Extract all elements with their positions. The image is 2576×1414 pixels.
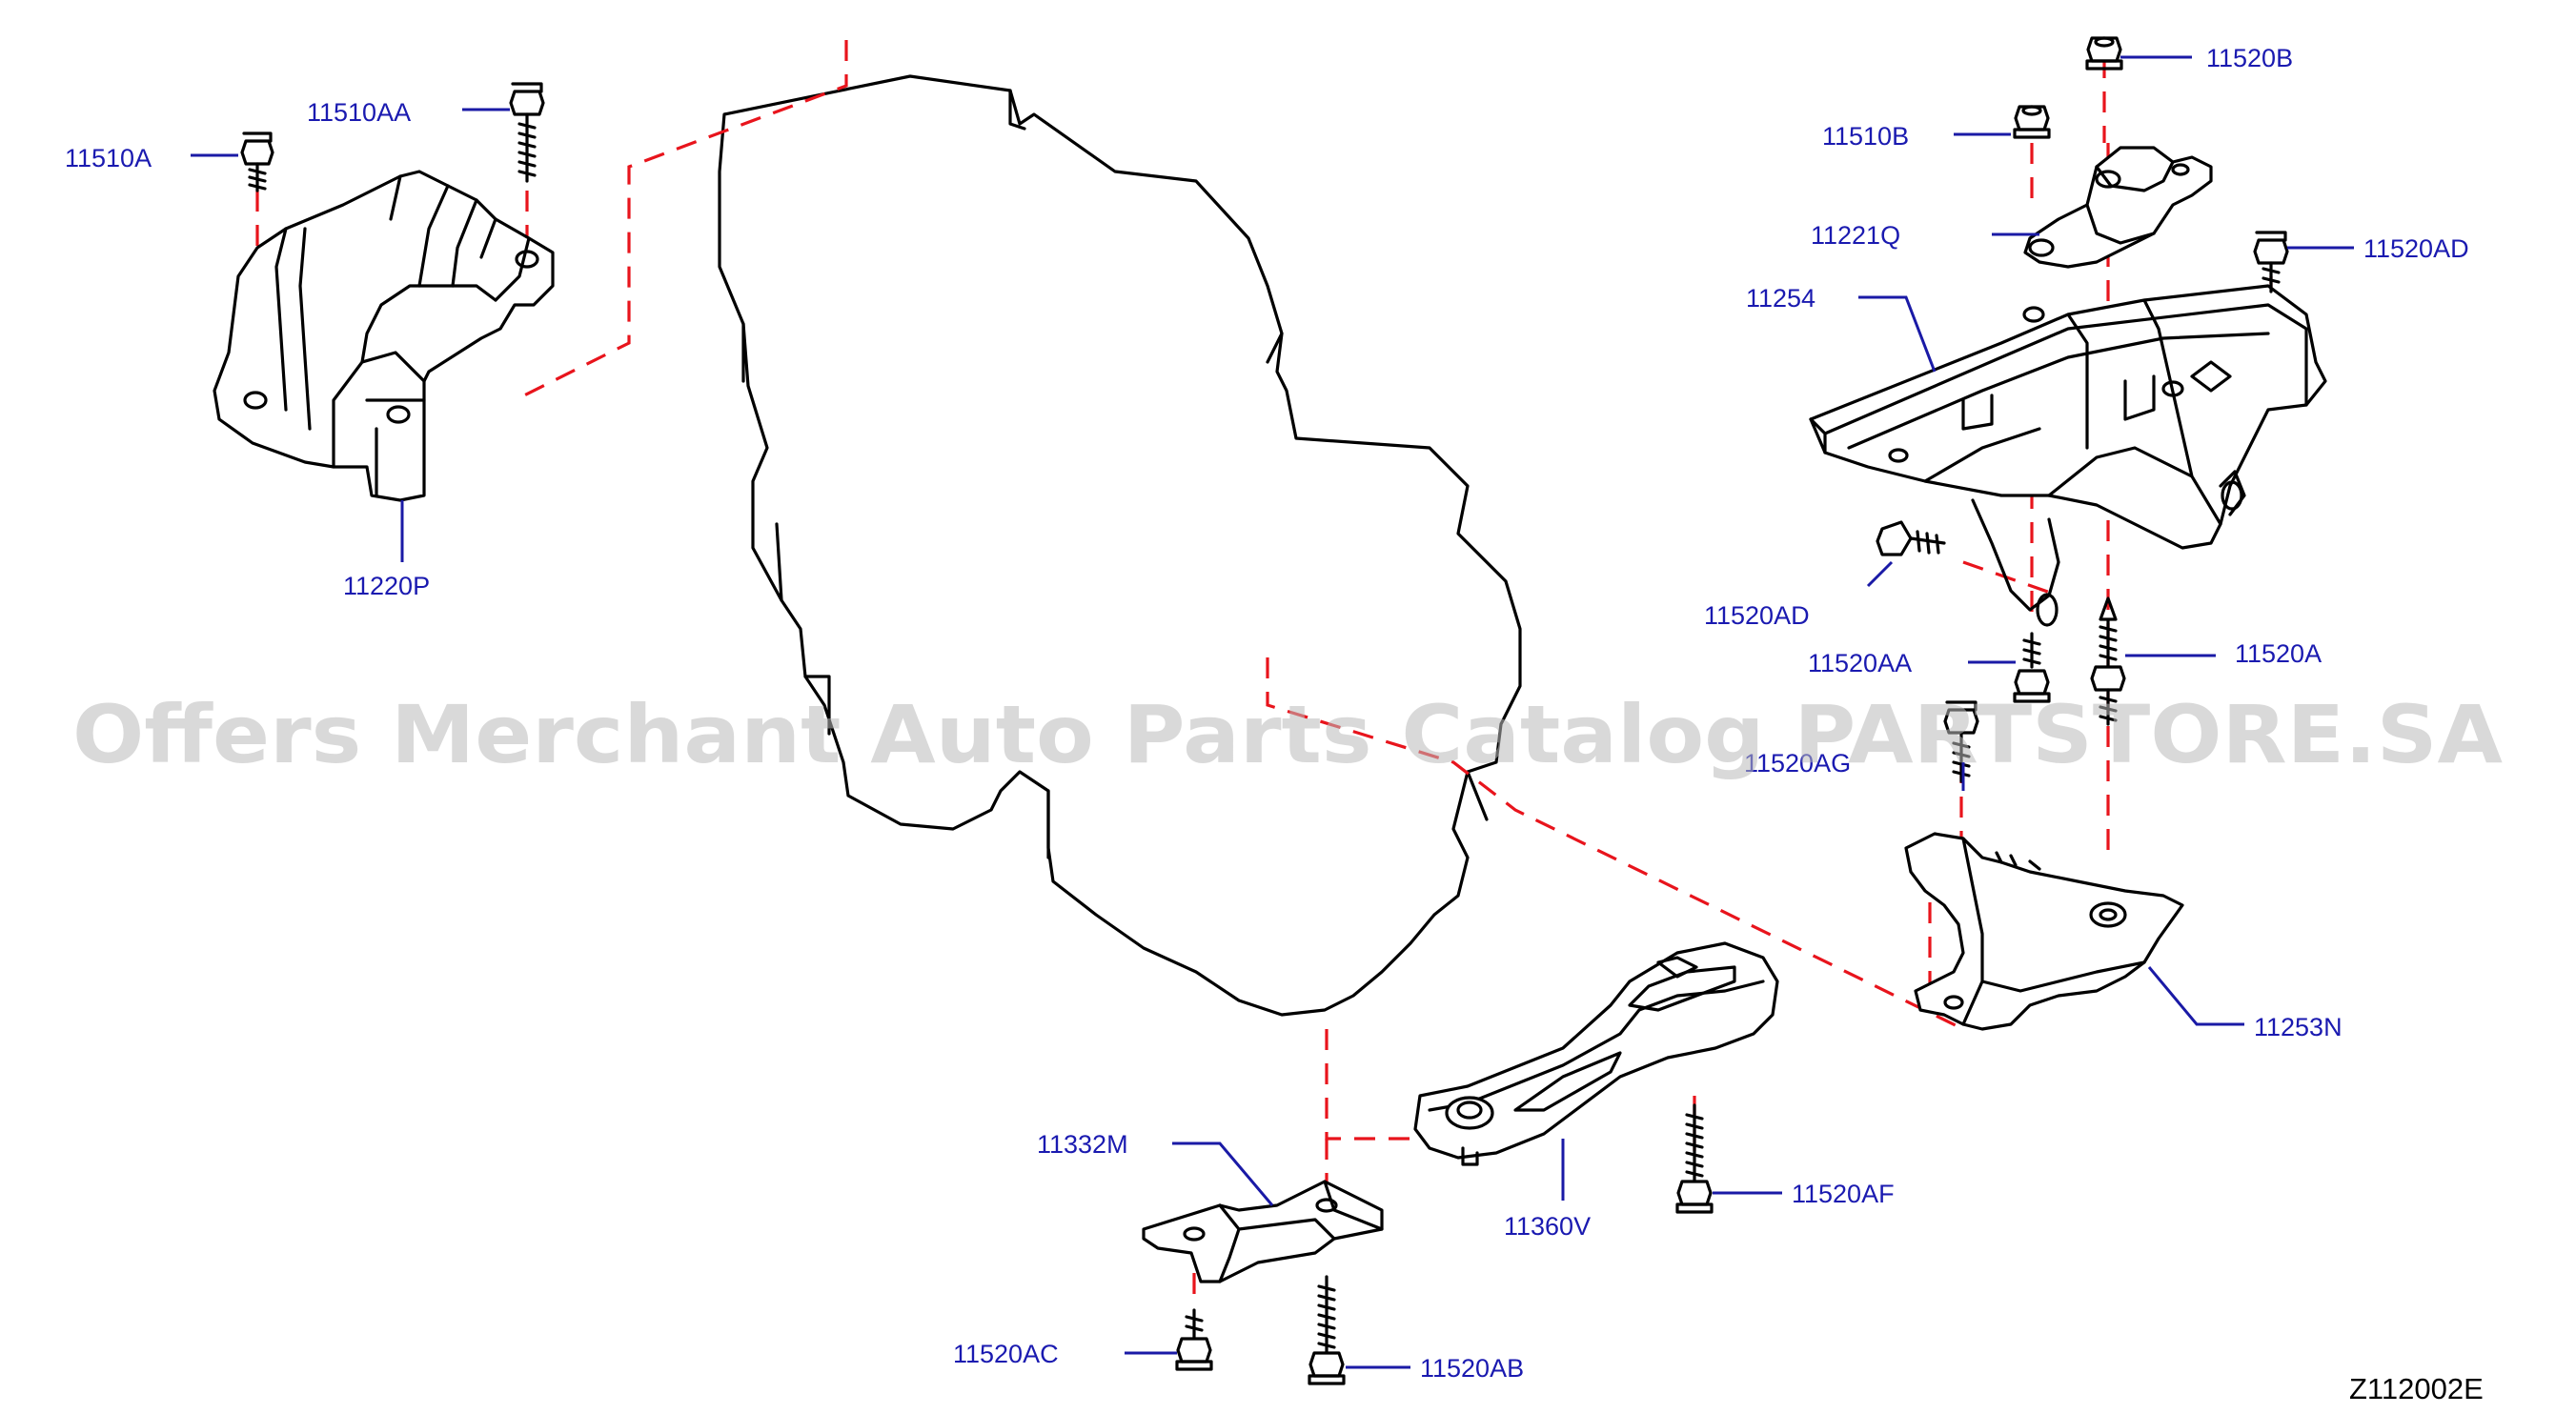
label-11520AB[interactable]: 11520AB bbox=[1420, 1354, 1524, 1383]
label-11510A[interactable]: 11510A bbox=[65, 144, 152, 172]
engine-outline bbox=[718, 74, 1522, 1017]
watermark: Offers Merchant Auto Parts Catalog PARTS… bbox=[72, 688, 2503, 781]
label-11220P[interactable]: 11220P bbox=[343, 572, 430, 600]
diagram-code: Z112002E bbox=[2349, 1372, 2484, 1405]
bracket-11332M[interactable] bbox=[1142, 1180, 1384, 1283]
label-11520A[interactable]: 11520A bbox=[2235, 639, 2322, 668]
label-11510AA[interactable]: 11510AA bbox=[307, 98, 411, 127]
bolt-11510A[interactable] bbox=[240, 131, 274, 192]
label-11520AF[interactable]: 11520AF bbox=[1792, 1180, 1895, 1208]
bolt-11510AA[interactable] bbox=[509, 82, 545, 183]
label-11360V[interactable]: 11360V bbox=[1504, 1212, 1591, 1241]
label-11520AD-top[interactable]: 11520AD bbox=[2363, 234, 2469, 263]
label-11253N[interactable]: 11253N bbox=[2254, 1013, 2343, 1041]
part-labels: 11510A 11510AA 11220P 11520B 11510B 1122… bbox=[65, 44, 2469, 1383]
leader-lines bbox=[191, 55, 2354, 1369]
assembly-lines bbox=[255, 40, 2273, 1305]
bolt-11520AD-mid[interactable] bbox=[1876, 520, 1946, 556]
bolt-11520AA[interactable] bbox=[2013, 632, 2051, 703]
nut-11520B[interactable] bbox=[2085, 36, 2123, 71]
engine-mount-11220P[interactable] bbox=[213, 170, 555, 502]
bolt-11520AD-top[interactable] bbox=[2253, 231, 2289, 293]
label-11520AG[interactable]: 11520AG bbox=[1744, 749, 1851, 778]
label-11254[interactable]: 11254 bbox=[1746, 284, 1815, 313]
bolt-11520AB[interactable] bbox=[1308, 1275, 1346, 1385]
label-11510B[interactable]: 11510B bbox=[1822, 122, 1909, 151]
label-11520AA[interactable]: 11520AA bbox=[1808, 649, 1912, 677]
stud-11520A[interactable] bbox=[2090, 596, 2126, 726]
bolt-11520AC[interactable] bbox=[1175, 1308, 1213, 1371]
bolt-11520AF[interactable] bbox=[1675, 1103, 1714, 1214]
insulator-11221Q[interactable] bbox=[2023, 146, 2213, 269]
torque-rod-11360V[interactable] bbox=[1413, 941, 1779, 1166]
label-11332M[interactable]: 11332M bbox=[1037, 1130, 1128, 1159]
label-11221Q[interactable]: 11221Q bbox=[1811, 221, 1900, 250]
bracket-11253N[interactable] bbox=[1904, 832, 2184, 1031]
nut-11510B[interactable] bbox=[2013, 105, 2051, 139]
bracket-11254[interactable] bbox=[1809, 284, 2327, 627]
bolt-11520AG[interactable] bbox=[1943, 700, 1979, 783]
label-11520AD-mid[interactable]: 11520AD bbox=[1704, 601, 1810, 630]
label-11520B[interactable]: 11520B bbox=[2206, 44, 2293, 72]
label-11520AC[interactable]: 11520AC bbox=[953, 1340, 1059, 1368]
